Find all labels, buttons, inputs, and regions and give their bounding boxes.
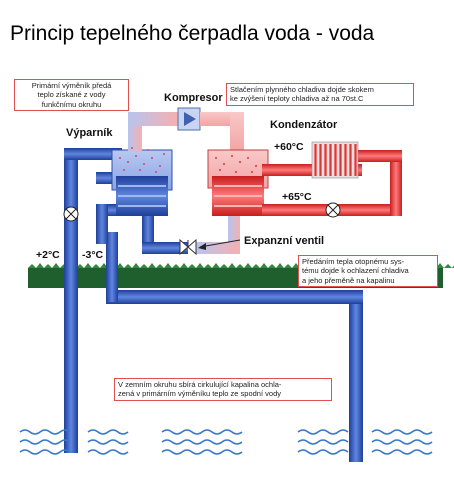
label-temp-2: +2°C bbox=[36, 249, 60, 261]
label-kondenzator: Kondenzátor bbox=[270, 119, 338, 131]
note-line: V zemním okruhu sbírá cirkulující kapali… bbox=[118, 380, 282, 389]
label-temp-60: +60°C bbox=[274, 141, 304, 153]
note-line: zená v primárním výměníku teplo ze spodn… bbox=[118, 389, 281, 399]
primary-supply-top-pipe bbox=[64, 148, 122, 160]
well-pump-icon bbox=[63, 206, 79, 222]
liquid-line-horizontal bbox=[142, 242, 188, 254]
note-line: funkčnímu okruhu bbox=[41, 99, 102, 109]
note-compression: Stlačením plynného chladiva dojde skokem… bbox=[226, 83, 414, 106]
discharge-pipe-vertical bbox=[230, 112, 244, 152]
note-line: Předáním tepla otopnému sys- bbox=[302, 257, 405, 266]
evaporator-outlet-down-pipe bbox=[96, 204, 108, 244]
compressor-icon bbox=[177, 107, 201, 131]
note-line: ke zvýšení teploty chladiva až na 70st.C bbox=[230, 94, 364, 104]
primary-return-overlay bbox=[106, 262, 118, 292]
valve-icon bbox=[179, 238, 197, 256]
heating-top-right bbox=[352, 150, 402, 162]
label-vyparnik: Výparník bbox=[66, 127, 113, 139]
note-line: tému dojde k ochlazení chladiva bbox=[302, 266, 409, 276]
note-heat-transfer: Předáním tepla otopnému sys- tému dojde … bbox=[298, 255, 438, 288]
label-kompresor: Kompresor bbox=[164, 92, 223, 104]
note-ground-circuit: V zemním okruhu sbírá cirkulující kapali… bbox=[114, 378, 332, 401]
heating-right-vertical bbox=[390, 150, 402, 216]
grass-tufts bbox=[28, 263, 454, 268]
suction-pipe-horizontal bbox=[128, 112, 178, 126]
label-temp-65: +65°C bbox=[282, 191, 312, 203]
note-line: teplo získané z vody bbox=[37, 90, 106, 100]
note-line: a jeho přeměně na kapalinu bbox=[302, 275, 395, 285]
note-line: Primární výměník předá bbox=[31, 81, 112, 90]
liquid-line-to-evaporator bbox=[142, 216, 154, 246]
valve-to-condenser-line bbox=[196, 242, 240, 254]
well-supply-pipe-overlay bbox=[64, 262, 78, 292]
label-temp-minus3: -3°C bbox=[82, 249, 104, 261]
note-primary-exchanger: Primární výměník předá teplo získané z v… bbox=[14, 79, 129, 112]
condenser-droplets bbox=[215, 155, 257, 173]
heat-exchanger-coil-icon bbox=[311, 141, 359, 179]
label-expanzni-ventil: Expanzní ventil bbox=[244, 235, 324, 247]
well-return-horizontal-pipe bbox=[106, 290, 363, 304]
well-supply-pipe bbox=[64, 148, 78, 453]
water-waves bbox=[19, 429, 433, 455]
evaporator-bubbles bbox=[119, 147, 165, 173]
note-line: Stlačením plynného chladiva dojde skokem bbox=[230, 85, 374, 94]
page-title: Princip tepelného čerpadla voda - voda bbox=[10, 22, 375, 45]
heating-pump-icon bbox=[325, 202, 341, 218]
arrow-icon bbox=[199, 239, 241, 248]
well-return-pipe bbox=[349, 292, 363, 462]
